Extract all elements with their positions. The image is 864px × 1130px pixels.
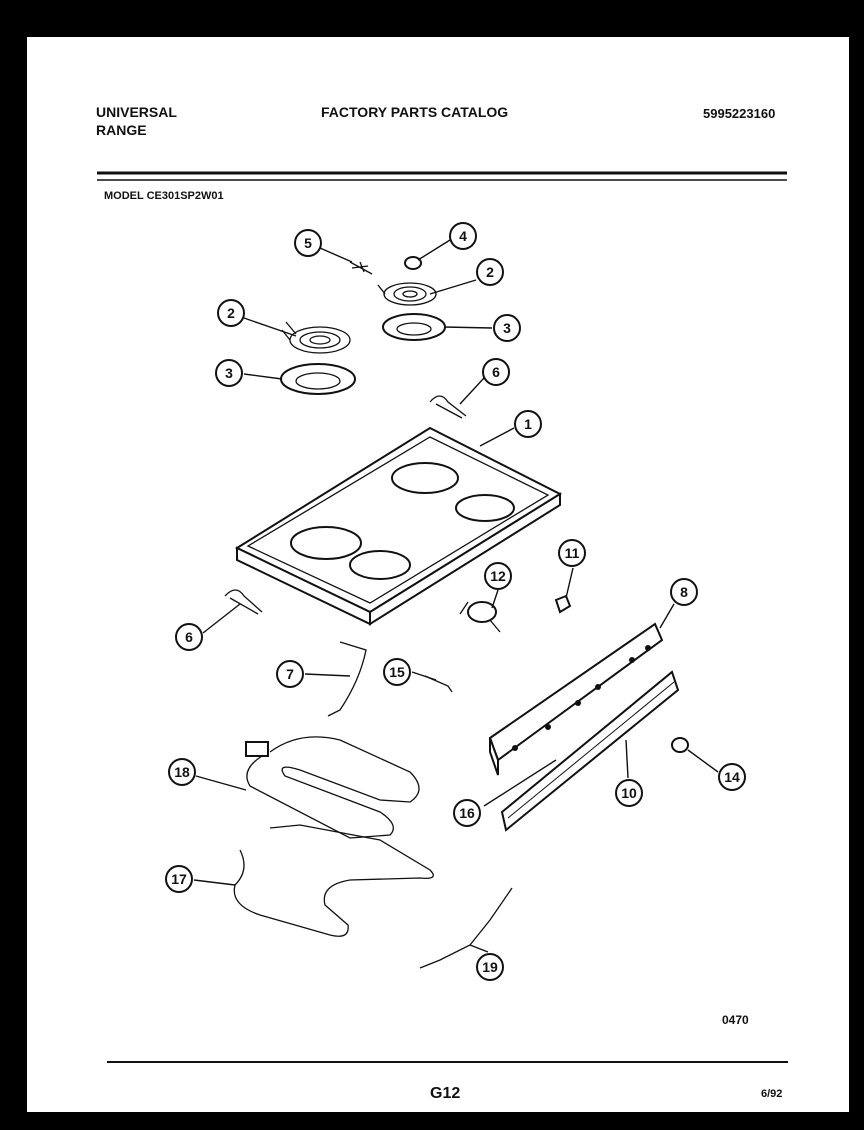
hinge-bracket-upper	[429, 395, 467, 419]
indicator-light-part	[671, 737, 689, 753]
callout-18: 18	[168, 758, 196, 786]
right-drip-pan	[382, 313, 446, 341]
brand-name-line1: UNIVERSAL	[96, 104, 177, 120]
callout-15: 15	[383, 658, 411, 686]
callout-1: 1	[514, 410, 542, 438]
callout-8: 8	[670, 578, 698, 606]
svg-text:2: 2	[486, 264, 494, 280]
left-surface-element	[281, 321, 351, 354]
callout-7: 7	[276, 660, 304, 688]
switch-part	[554, 594, 572, 614]
svg-text:7: 7	[286, 666, 294, 682]
svg-text:15: 15	[389, 664, 405, 680]
svg-text:5: 5	[304, 235, 312, 251]
brand-name-line2: RANGE	[96, 122, 147, 138]
callout-2-left: 2	[217, 299, 245, 327]
svg-text:11: 11	[565, 545, 580, 561]
callout-17: 17	[165, 865, 193, 893]
callout-2-right: 2	[476, 258, 504, 286]
bake-element-part	[245, 736, 420, 839]
model-label: MODEL CE301SP2W01	[104, 190, 224, 202]
broil-element-part	[233, 824, 434, 937]
callout-16: 16	[453, 799, 481, 827]
control-panel-part	[488, 622, 664, 776]
svg-text:8: 8	[680, 584, 688, 600]
svg-text:4: 4	[459, 228, 467, 244]
page-date: 6/92	[761, 1088, 783, 1100]
svg-text:17: 17	[171, 871, 187, 887]
svg-text:2: 2	[227, 305, 235, 321]
infinite-switch-part	[459, 601, 501, 633]
svg-text:6: 6	[492, 364, 500, 380]
svg-text:12: 12	[490, 568, 506, 584]
callout-10: 10	[615, 779, 643, 807]
catalog-number: 5995223160	[703, 106, 776, 121]
svg-text:14: 14	[724, 769, 740, 785]
svg-text:1: 1	[524, 416, 532, 432]
trim-strip-part	[500, 670, 680, 832]
catalog-title: FACTORY PARTS CATALOG	[321, 104, 509, 120]
svg-text:3: 3	[503, 320, 511, 336]
receptacle-part	[349, 261, 373, 275]
callout-5: 5	[294, 229, 322, 257]
callout-6-upper: 6	[482, 358, 510, 386]
right-surface-element	[377, 282, 437, 306]
callout-6-lower: 6	[175, 623, 203, 651]
svg-text:16: 16	[459, 805, 475, 821]
svg-text:3: 3	[225, 365, 233, 381]
svg-text:6: 6	[185, 629, 193, 645]
callout-14: 14	[718, 763, 746, 791]
wire-harness-part	[327, 641, 367, 717]
callout-12: 12	[484, 562, 512, 590]
svg-text:19: 19	[482, 959, 498, 975]
leader-lines	[193, 239, 719, 953]
page-code: G12	[430, 1085, 461, 1102]
terminal-block-part	[404, 256, 422, 270]
hinge-bracket-lower	[224, 589, 263, 615]
callout-19: 19	[476, 953, 504, 981]
callout-3-left: 3	[215, 359, 243, 387]
callout-3-right: 3	[493, 314, 521, 342]
diagram-code: 0470	[722, 1013, 749, 1027]
callout-4: 4	[449, 222, 477, 250]
callout-11: 11	[558, 539, 586, 567]
svg-text:18: 18	[174, 764, 190, 780]
left-drip-pan	[280, 363, 356, 395]
cooktop-part	[234, 426, 563, 626]
svg-text:10: 10	[621, 785, 637, 801]
